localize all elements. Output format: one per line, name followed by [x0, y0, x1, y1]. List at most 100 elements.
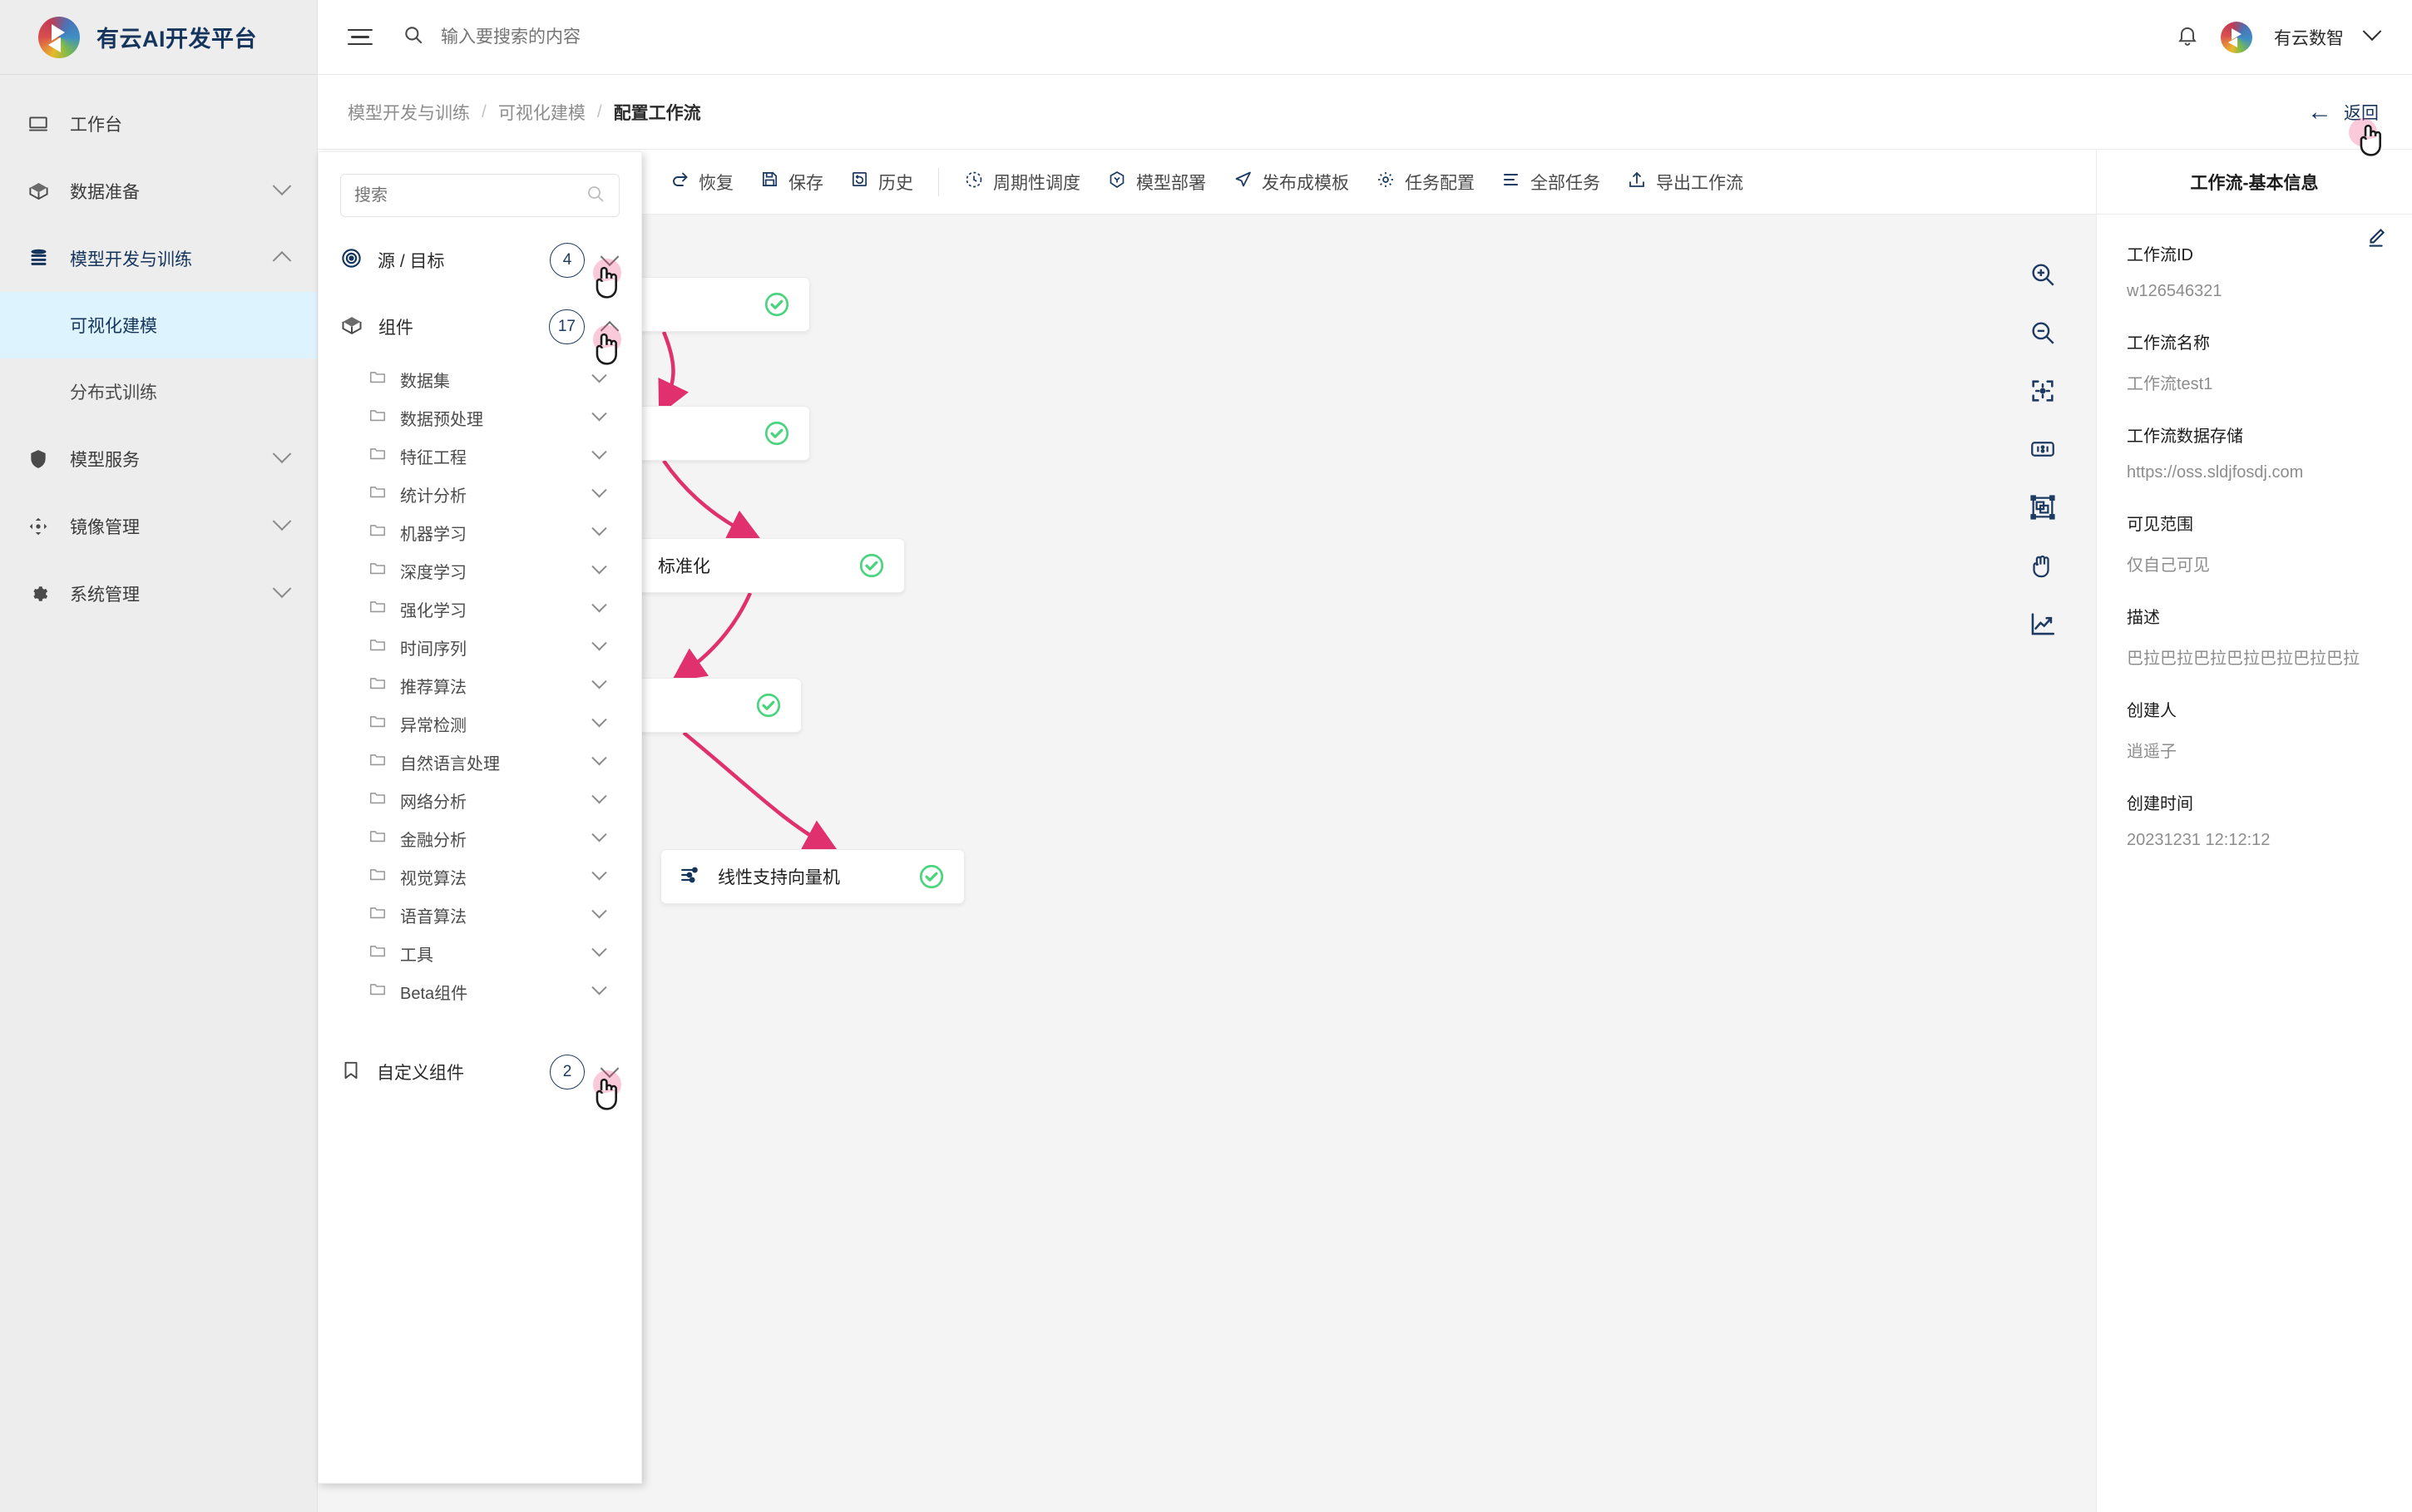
component-folder-item[interactable]: 自然语言处理 [319, 743, 641, 781]
global-search[interactable] [403, 24, 2176, 50]
component-folder-item[interactable]: 语音算法 [319, 896, 641, 934]
component-group-components[interactable]: 组件 17 [319, 294, 641, 365]
info-field-label: 工作流ID [2127, 246, 2193, 264]
chevron-up-icon[interactable] [600, 320, 620, 340]
chevron-down-icon[interactable] [591, 367, 607, 389]
history-button-label: 历史 [878, 173, 913, 193]
component-search-input[interactable] [354, 185, 577, 205]
component-group-custom[interactable]: 自定义组件 2 [319, 1039, 641, 1110]
chevron-down-icon[interactable] [591, 749, 607, 772]
chevron-down-icon[interactable] [272, 578, 292, 604]
component-folder-item[interactable]: 机器学习 [319, 513, 641, 551]
component-group-label: 自定义组件 [377, 1064, 464, 1083]
mouse-cursor-hand-icon [596, 1078, 617, 1110]
redo-button-label: 恢复 [699, 173, 734, 193]
component-folder-item[interactable]: 数据集 [319, 360, 641, 398]
sidebar-item-image-management[interactable]: 镜像管理 [0, 492, 317, 560]
all-tasks-button[interactable]: 全部任务 [1488, 150, 1614, 215]
chevron-down-icon[interactable] [591, 596, 607, 619]
breadcrumb-item-2[interactable]: 可视化建模 [497, 103, 586, 123]
component-folder-item[interactable]: 特征工程 [319, 437, 641, 475]
component-folder-item[interactable]: 网络分析 [319, 781, 641, 819]
model-deploy-button[interactable]: 模型部署 [1094, 150, 1219, 215]
component-group-source-target[interactable]: 源 / 目标 4 [319, 227, 641, 299]
folder-icon [368, 521, 387, 544]
chevron-down-icon[interactable] [591, 902, 607, 925]
chevron-up-icon[interactable] [272, 249, 292, 270]
component-folder-item[interactable]: 深度学习 [319, 551, 641, 590]
chevron-down-icon[interactable] [272, 511, 292, 536]
chevron-down-icon[interactable] [591, 979, 607, 1001]
hand-pan-icon[interactable] [2026, 549, 2059, 582]
component-folder-item[interactable]: Beta组件 [319, 972, 641, 1010]
chevron-down-icon[interactable] [591, 864, 607, 887]
component-search[interactable] [340, 174, 620, 217]
chevron-down-icon[interactable] [272, 443, 292, 469]
folder-icon [368, 635, 387, 659]
chevron-down-icon[interactable] [591, 826, 607, 848]
chevron-down-icon[interactable] [591, 673, 607, 695]
chevron-down-icon[interactable] [591, 405, 607, 427]
history-button[interactable]: 历史 [837, 150, 927, 215]
sidebar-item-visual-modeling[interactable]: 可视化建模 [0, 292, 317, 358]
breadcrumb-item-1[interactable]: 模型开发与训练 [348, 103, 470, 123]
trend-chart-icon[interactable] [2026, 607, 2059, 640]
chevron-down-icon[interactable] [591, 941, 607, 963]
sidebar-item-distributed-training[interactable]: 分布式训练 [0, 358, 317, 425]
component-folder-item[interactable]: 推荐算法 [319, 666, 641, 704]
zoom-out-icon[interactable] [2026, 316, 2059, 349]
chevron-down-icon[interactable] [591, 443, 607, 466]
zoom-in-icon[interactable] [2026, 258, 2059, 291]
chevron-down-icon[interactable] [600, 1059, 620, 1079]
back-button[interactable]: ← 返回 [2307, 99, 2381, 156]
sidebar-item-workbench[interactable]: 工作台 [0, 90, 317, 157]
chevron-down-icon[interactable] [591, 558, 607, 581]
workflow-node-linear-svm[interactable]: 线性支持向量机 [660, 849, 965, 904]
folder-icon [368, 712, 387, 735]
component-folder-item[interactable]: 时间序列 [319, 628, 641, 666]
chevron-down-icon[interactable] [591, 788, 607, 810]
task-config-button[interactable]: 任务配置 [1362, 150, 1488, 215]
sidebar-item-model-dev-training[interactable]: 模型开发与训练 [0, 225, 317, 292]
component-folder-item[interactable]: 统计分析 [319, 475, 641, 513]
chevron-down-icon[interactable] [2362, 22, 2382, 46]
breadcrumb: 模型开发与训练 / 可视化建模 / 配置工作流 [348, 100, 701, 125]
component-group-label: 源 / 目标 [378, 252, 445, 271]
sidebar-item-system-management[interactable]: 系统管理 [0, 560, 317, 627]
actual-size-icon[interactable] [2026, 432, 2059, 466]
fit-center-icon[interactable] [2026, 374, 2059, 408]
search-input[interactable] [441, 27, 907, 47]
workflow-node-normalization[interactable]: 标准化 [601, 538, 905, 593]
component-folder-item[interactable]: 强化学习 [319, 590, 641, 628]
schedule-button[interactable]: 周期性调度 [951, 150, 1094, 215]
sidebar-item-data-preparation[interactable]: 数据准备 [0, 157, 317, 225]
hamburger-menu-icon[interactable] [348, 28, 373, 46]
user-avatar[interactable] [2221, 21, 2252, 53]
folder-icon [368, 444, 387, 467]
chevron-down-icon[interactable] [591, 482, 607, 504]
node-label: 标准化 [658, 557, 710, 576]
component-folder-item[interactable]: 工具 [319, 934, 641, 972]
publish-template-button[interactable]: 发布成模板 [1219, 150, 1362, 215]
notification-bell-icon[interactable] [2176, 23, 2199, 51]
export-workflow-button[interactable]: 导出工作流 [1614, 150, 1757, 215]
chevron-down-icon[interactable] [591, 520, 607, 542]
component-folder-item[interactable]: 数据预处理 [319, 398, 641, 437]
redo-button[interactable]: 恢复 [656, 150, 747, 215]
component-folder-item[interactable]: 视觉算法 [319, 857, 641, 896]
chevron-down-icon[interactable] [600, 247, 620, 267]
component-folder-label: 深度学习 [400, 563, 467, 582]
edit-pencil-icon[interactable] [2364, 226, 2387, 254]
chevron-down-icon[interactable] [591, 711, 607, 734]
component-folder-item[interactable]: 异常检测 [319, 704, 641, 743]
save-button[interactable]: 保存 [747, 150, 837, 215]
chevron-down-icon[interactable] [591, 635, 607, 657]
info-field-label: 可见范围 [2127, 516, 2193, 534]
sidebar-item-model-service[interactable]: 模型服务 [0, 425, 317, 492]
component-folder-item[interactable]: 金融分析 [319, 819, 641, 857]
component-group-count: 4 [550, 243, 585, 278]
select-area-icon[interactable] [2026, 491, 2059, 524]
chevron-down-icon[interactable] [272, 175, 292, 201]
